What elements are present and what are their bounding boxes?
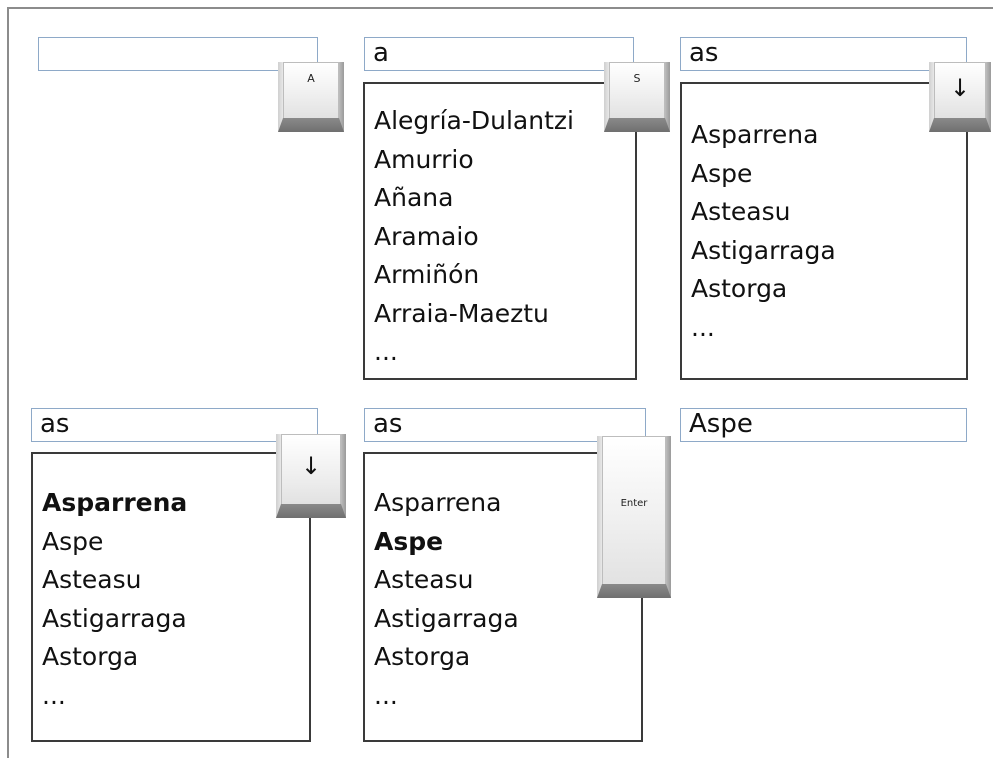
key-arrow-down: ↓ — [276, 434, 346, 518]
list-item[interactable]: Astigarraga — [42, 603, 187, 633]
key-arrow-down: ↓ — [929, 62, 991, 132]
list-item[interactable]: Añana — [374, 183, 454, 212]
suggestion-list: Asparrena Aspe Asteasu Astigarraga Astor… — [363, 452, 643, 742]
list-item[interactable]: Asteasu — [691, 197, 791, 226]
list-item[interactable]: Arraia-Maeztu — [374, 298, 549, 328]
key-label: Enter — [620, 498, 648, 509]
autocomplete-input[interactable]: as — [680, 37, 967, 71]
list-item[interactable]: Aspe — [691, 158, 753, 188]
list-item[interactable]: Asteasu — [374, 565, 474, 594]
list-item[interactable]: Alegría-Dulantzi — [374, 106, 574, 135]
list-item[interactable]: Astorga — [691, 274, 788, 303]
list-item[interactable]: ... — [374, 337, 398, 366]
key-a: A — [278, 62, 344, 132]
arrow-down-icon: ↓ — [949, 74, 971, 102]
suggestion-list: Asparrena Aspe Asteasu Astigarraga Astor… — [31, 452, 311, 742]
list-item[interactable]: ... — [374, 680, 398, 710]
list-item[interactable]: Asteasu — [42, 565, 142, 594]
key-enter: Enter — [597, 436, 671, 598]
list-item-selected[interactable]: Aspe — [374, 526, 444, 556]
list-item[interactable]: Aramaio — [374, 221, 479, 251]
autocomplete-input[interactable] — [38, 37, 318, 71]
arrow-down-icon: ↓ — [300, 452, 322, 480]
autocomplete-input[interactable]: as — [31, 408, 318, 442]
list-item[interactable]: Asparrena — [374, 488, 502, 517]
key-label: A — [307, 72, 315, 85]
list-item[interactable]: ... — [42, 680, 66, 710]
diagram-frame — [7, 7, 993, 758]
suggestion-list: Alegría-Dulantzi Amurrio Añana Aramaio A… — [363, 82, 637, 380]
key-label: S — [633, 72, 641, 85]
list-item[interactable]: Astorga — [374, 642, 471, 671]
list-item[interactable]: Astigarraga — [691, 235, 836, 265]
list-item[interactable]: Asparrena — [691, 120, 819, 149]
key-s: S — [604, 62, 670, 132]
autocomplete-input[interactable]: a — [364, 37, 634, 71]
autocomplete-input[interactable]: Aspe — [680, 408, 967, 442]
list-item[interactable]: Amurrio — [374, 144, 474, 174]
suggestion-list: Asparrena Aspe Asteasu Astigarraga Astor… — [680, 82, 968, 380]
list-item-selected[interactable]: Asparrena — [42, 488, 188, 517]
list-item[interactable]: ... — [691, 312, 715, 342]
list-item[interactable]: Aspe — [42, 526, 104, 556]
list-item[interactable]: Astorga — [42, 642, 139, 671]
list-item[interactable]: Astigarraga — [374, 603, 519, 633]
list-item[interactable]: Armiñón — [374, 260, 480, 289]
